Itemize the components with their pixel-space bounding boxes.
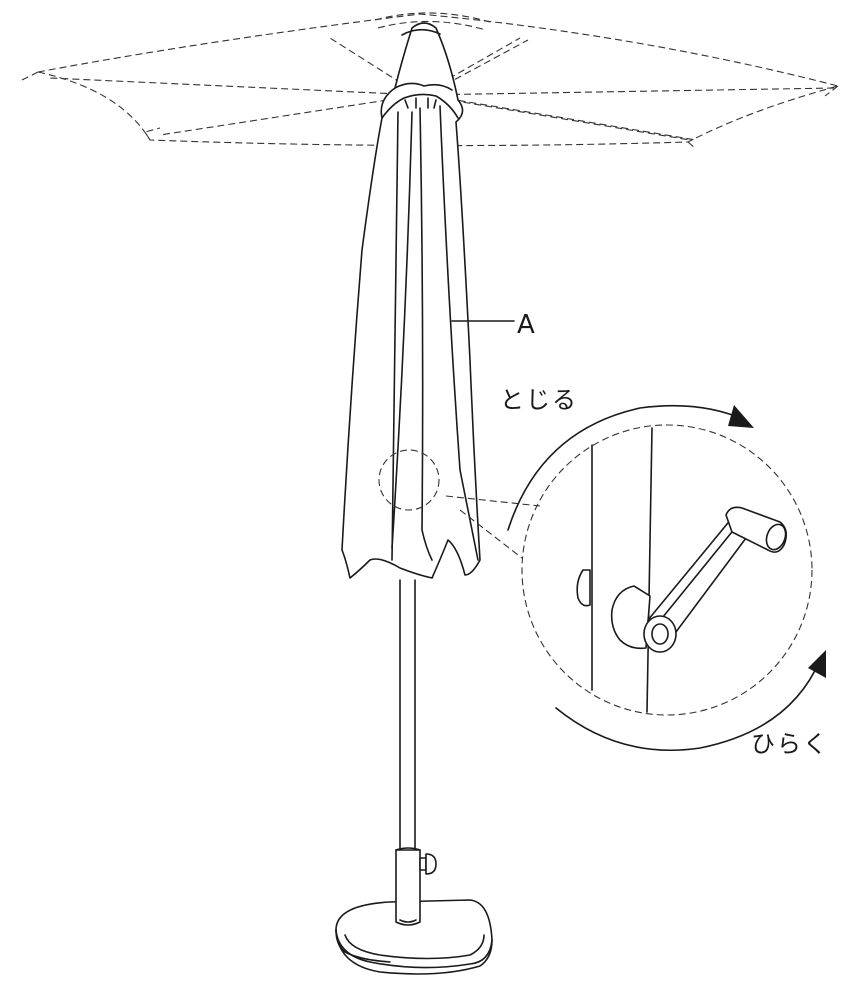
callout-leader-lower: [459, 509, 523, 559]
close-arrow: [507, 404, 754, 531]
label-close: とじる: [500, 386, 578, 414]
label-a: A: [517, 310, 535, 340]
label-open: ひらく: [751, 730, 829, 758]
closed-canopy: [341, 22, 481, 579]
magnified-detail-circle: [521, 424, 813, 716]
callout-leader-upper: [445, 495, 541, 507]
open-arrow: [555, 650, 826, 751]
open-canopy-outline: [21, 12, 839, 149]
detail-callout-circle: [378, 449, 440, 511]
umbrella-base: [335, 847, 493, 975]
crank-detail: [521, 424, 813, 716]
